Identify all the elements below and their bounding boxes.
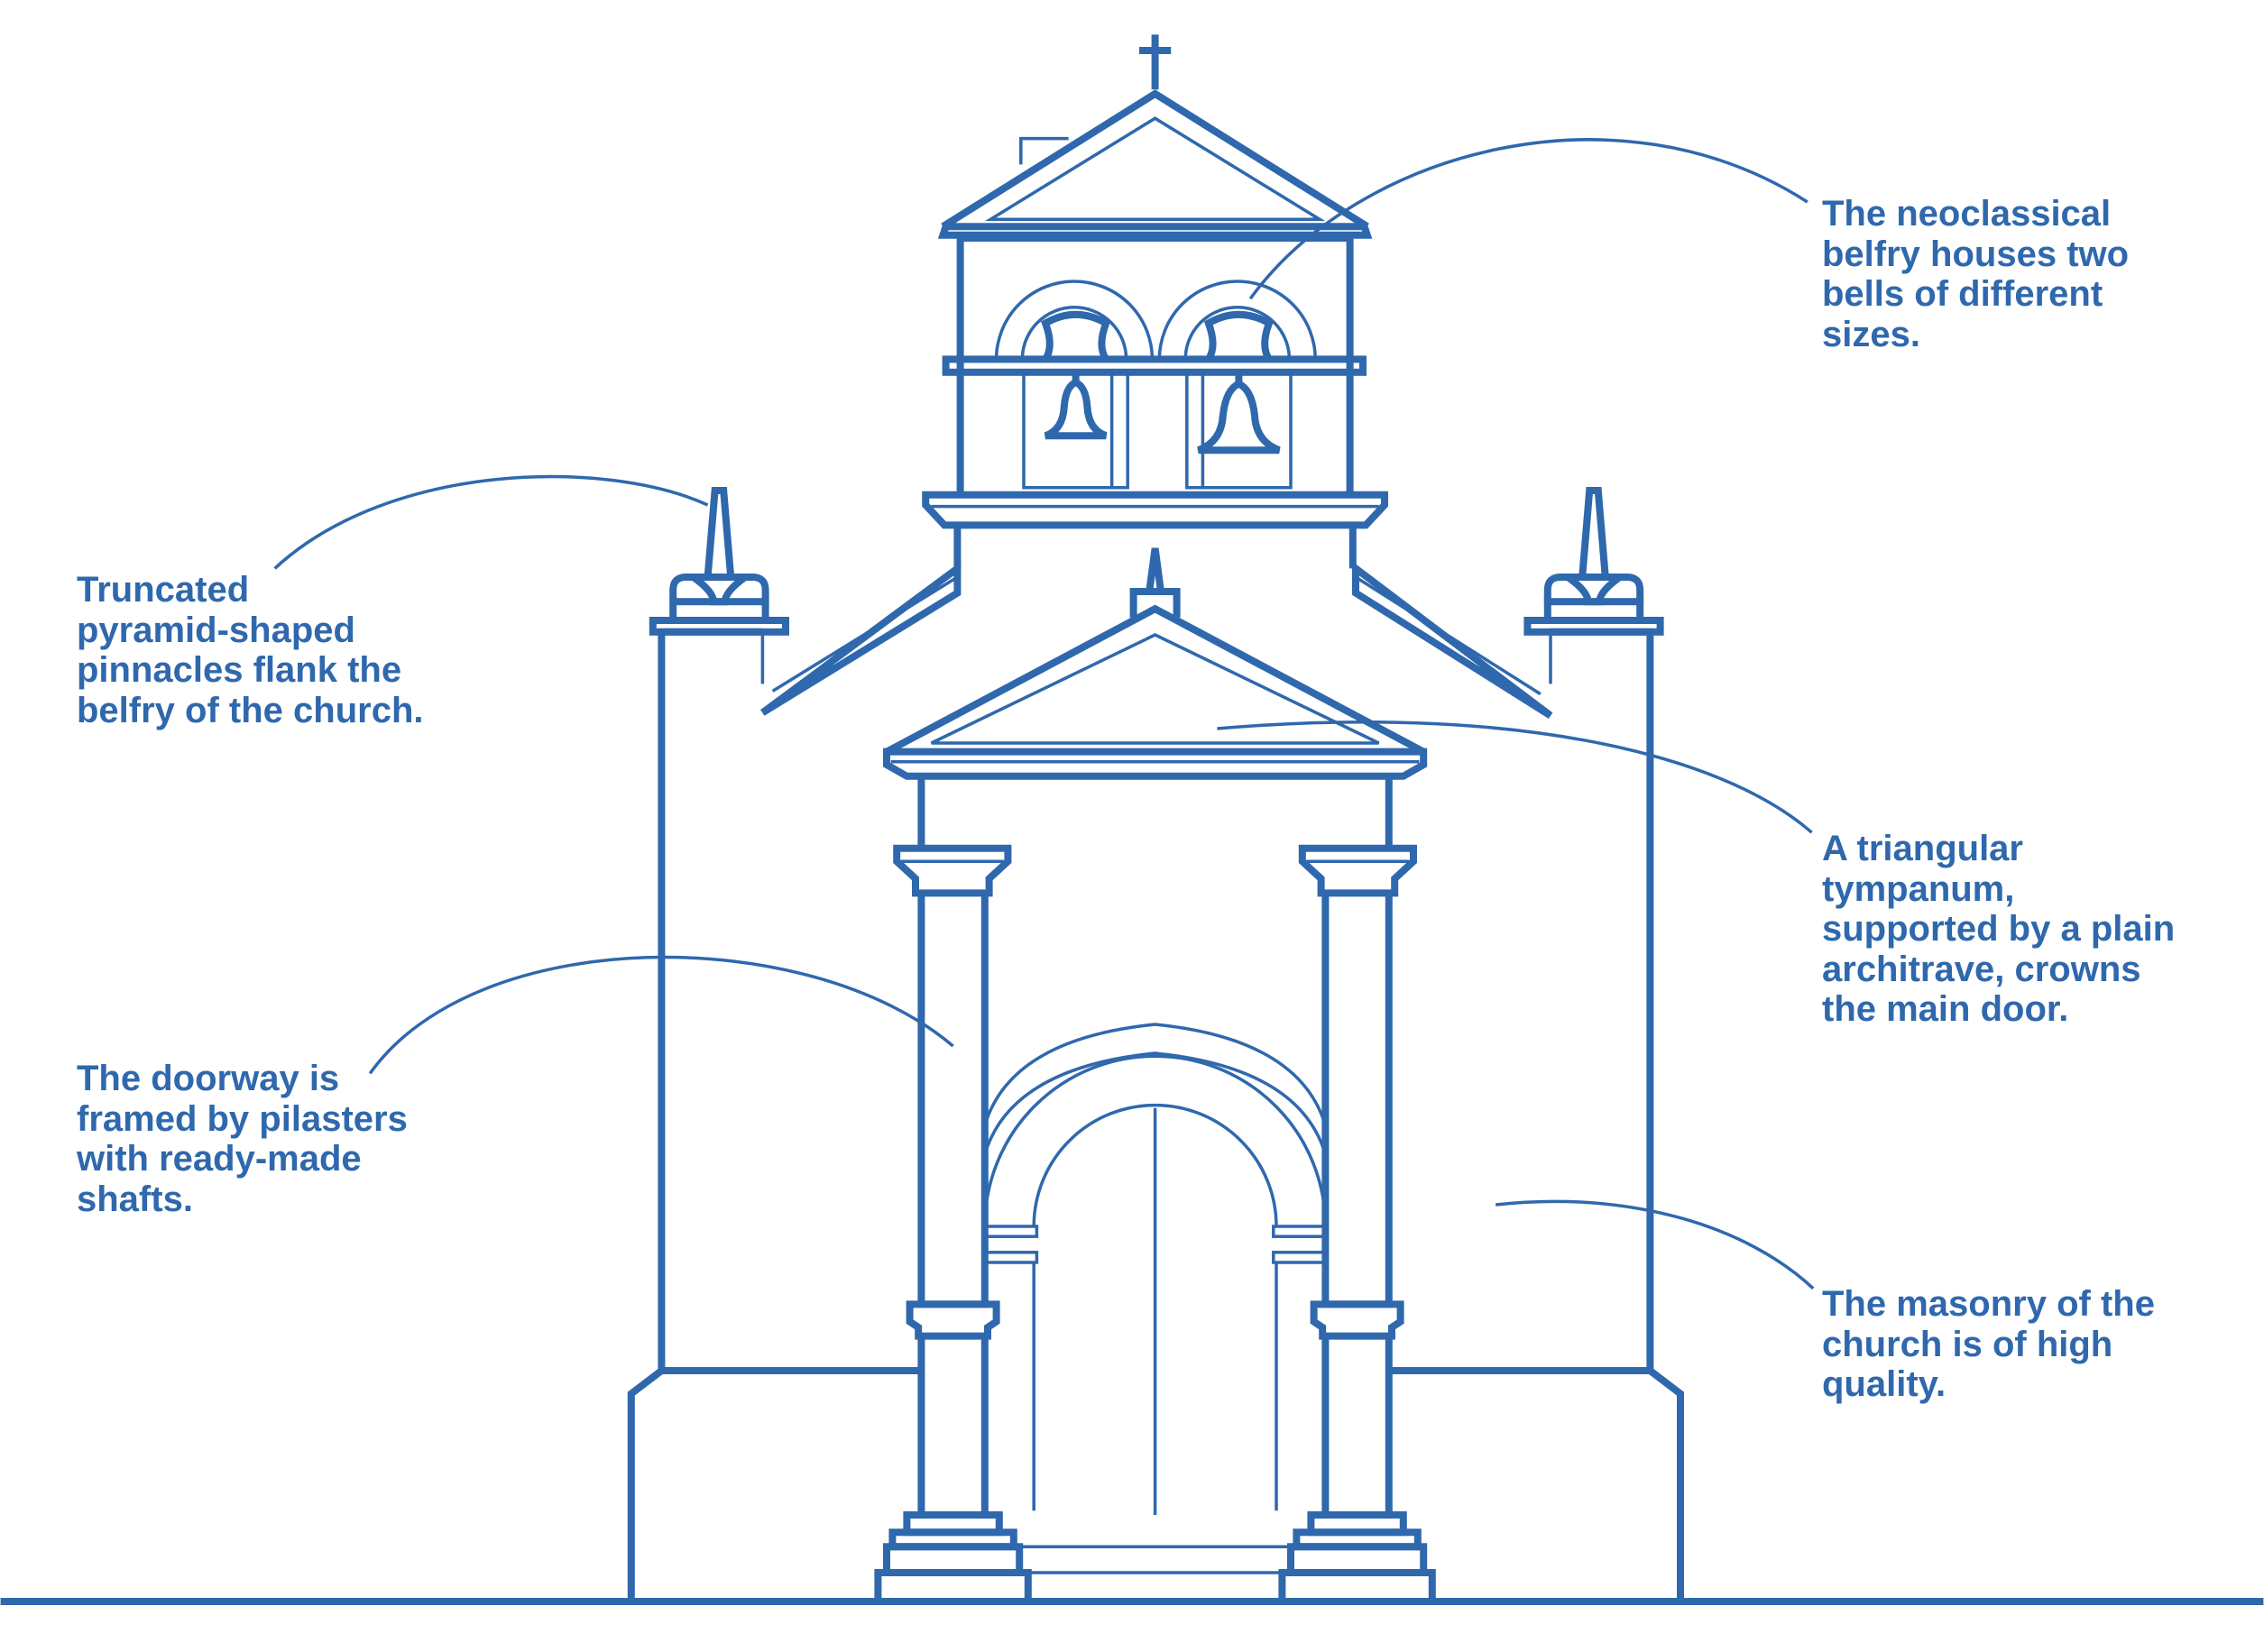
tympanum bbox=[883, 547, 1428, 849]
pinnacle-left bbox=[649, 487, 790, 636]
annotation-belfry: The neoclassical belfry houses two bells… bbox=[1822, 194, 2130, 354]
annotation-masonry: The masonry of the church is of high qua… bbox=[1822, 1284, 2155, 1404]
annotation-doorway: The doorway is framed by pilasters with … bbox=[77, 1059, 408, 1219]
pilaster-left bbox=[874, 844, 1032, 1605]
small-bell-icon bbox=[1044, 372, 1108, 440]
doorway-arch bbox=[983, 1023, 1328, 1574]
belfry bbox=[922, 34, 1388, 569]
leader-tympanum bbox=[1217, 720, 1813, 834]
pinnacle-right bbox=[1523, 487, 1664, 636]
annotation-pinnacles: Truncated pyramid-shaped pinnacles flank… bbox=[77, 570, 424, 730]
leader-masonry bbox=[1496, 1199, 1815, 1290]
side-roof-slopes bbox=[760, 561, 1553, 719]
cross-icon bbox=[1139, 34, 1172, 90]
annotation-tympanum: A triangular tympanum, supported by a pl… bbox=[1822, 829, 2176, 1029]
large-bell-icon bbox=[1197, 372, 1281, 454]
leader-doorway bbox=[368, 955, 954, 1075]
leader-pinnacles bbox=[273, 474, 709, 570]
pilaster-right bbox=[1278, 844, 1436, 1605]
leader-belfry bbox=[1248, 138, 1808, 300]
